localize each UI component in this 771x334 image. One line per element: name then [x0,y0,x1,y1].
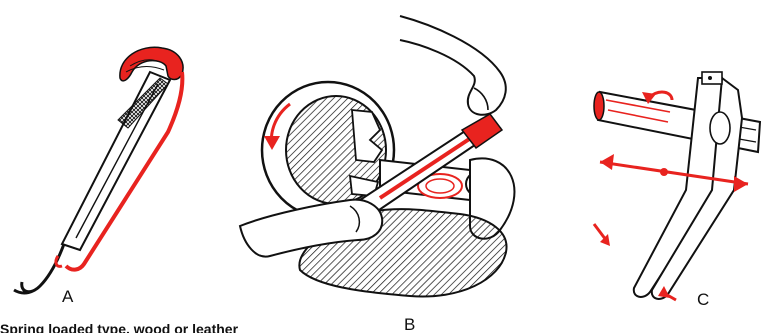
figure-label-b: B [404,316,415,333]
figure-caption: Spring loaded type, wood or leather [0,322,238,333]
upper-hand [400,16,506,115]
figure-a-file-holder [14,47,183,293]
figure-label-c: C [697,291,709,308]
figure-label-a: A [62,288,73,305]
figure-c-clamp [594,72,760,300]
file-tang-hook [14,244,64,293]
figure-b-lathe [240,16,514,297]
